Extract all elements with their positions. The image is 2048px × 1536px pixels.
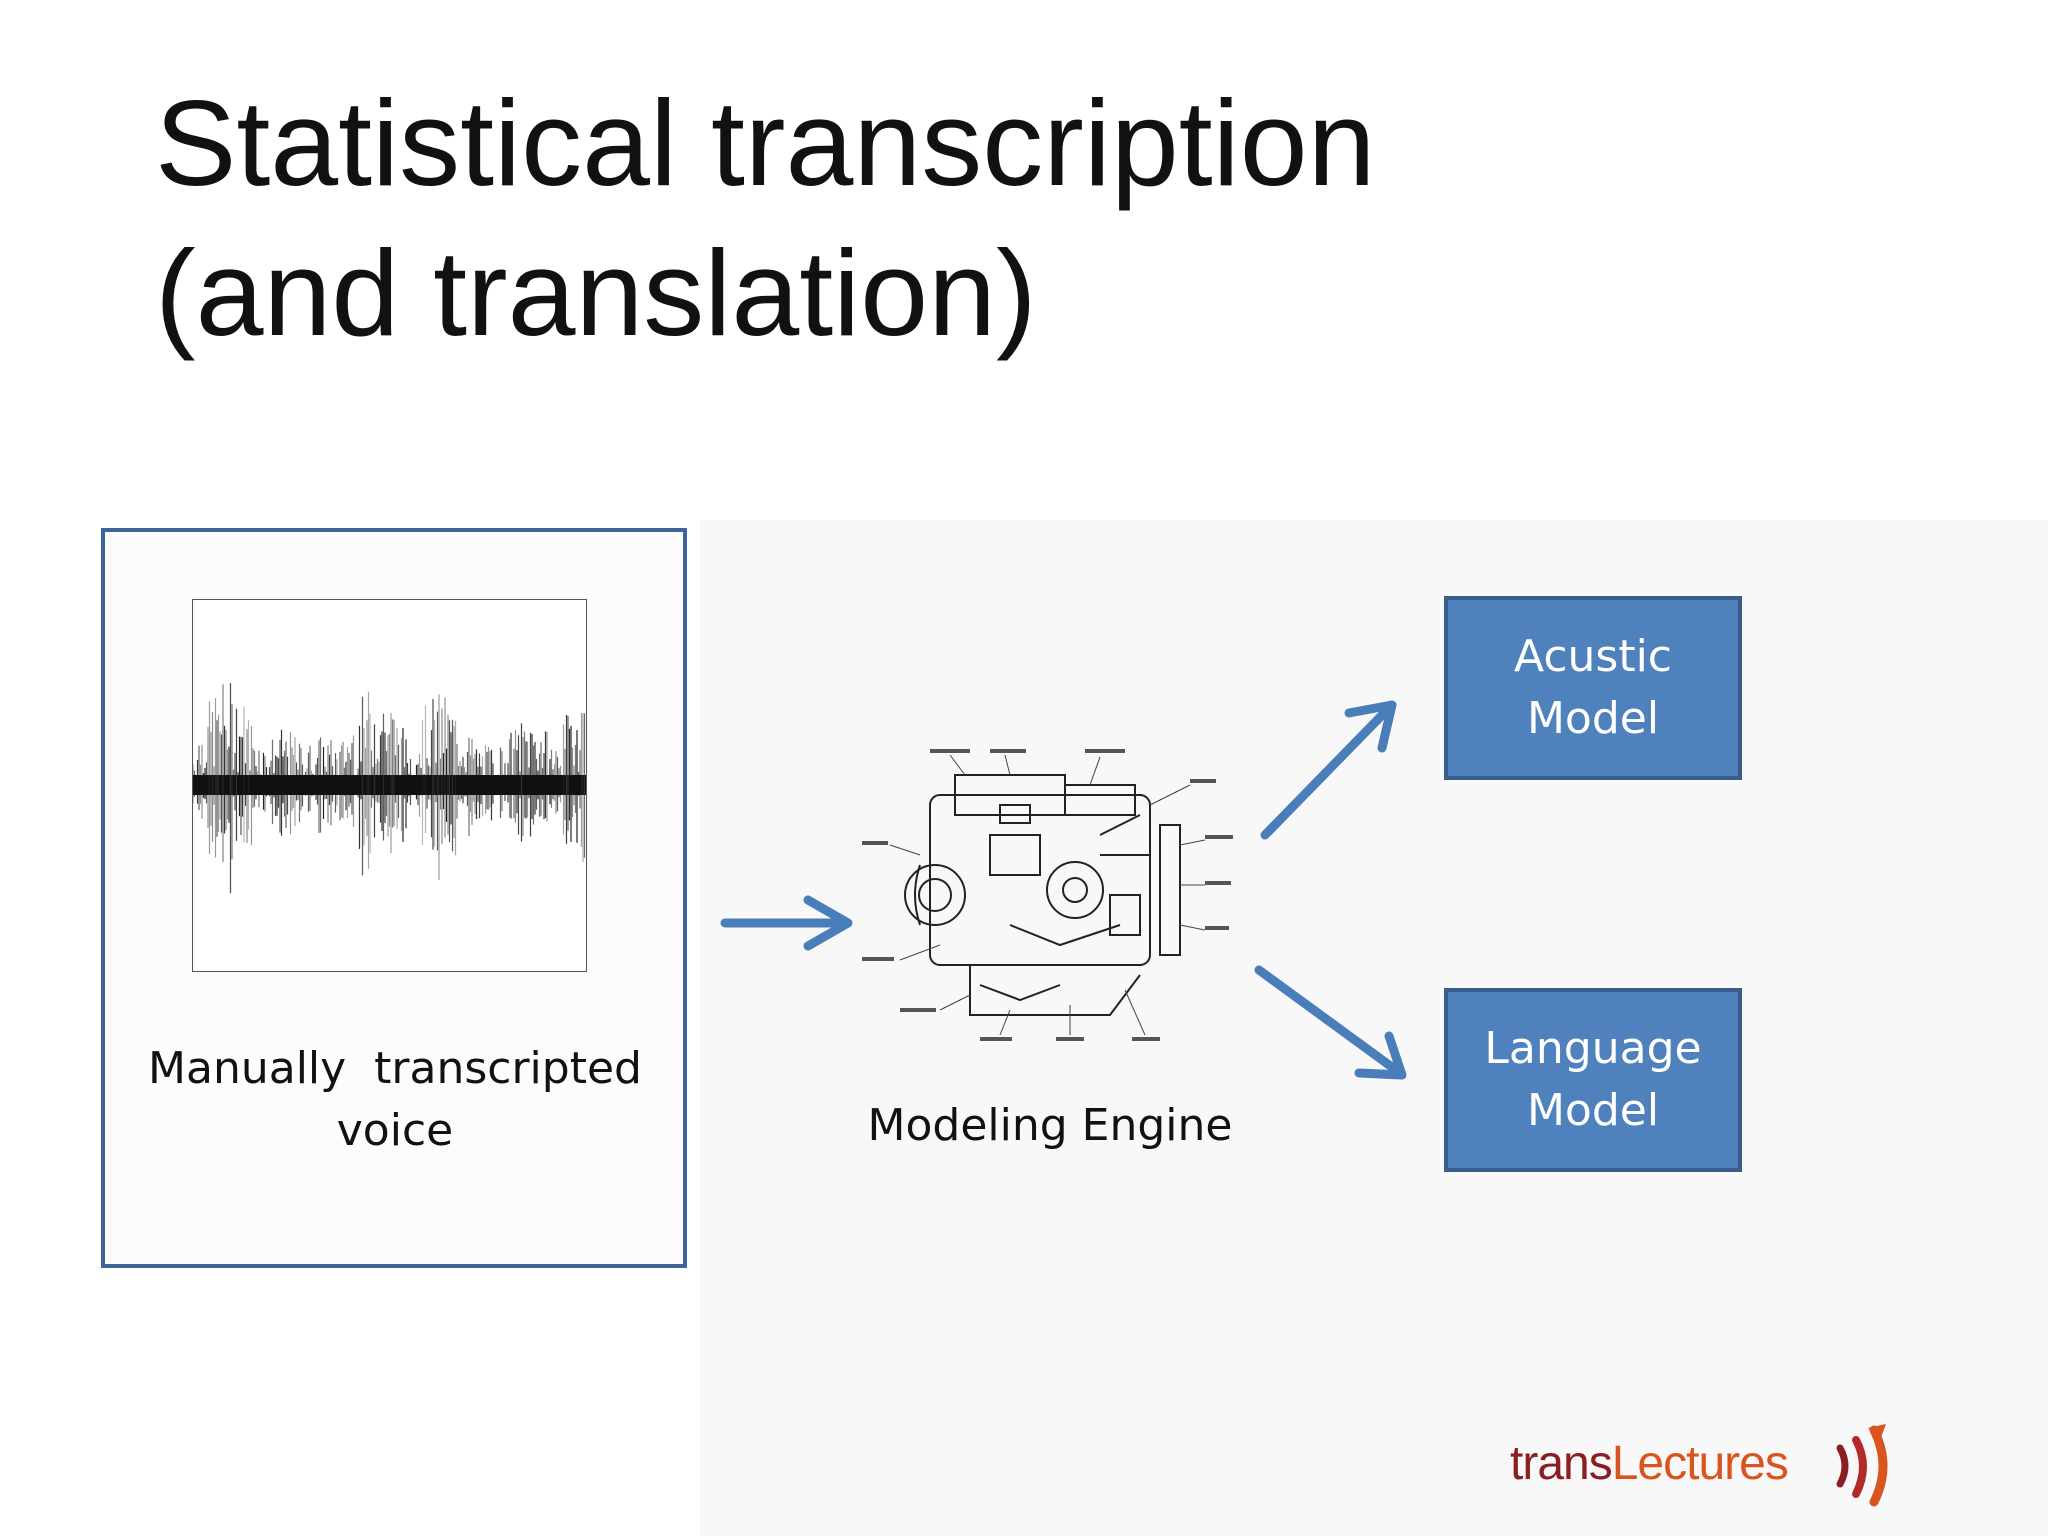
logo-lectures-text: Lectures [1611,1437,1789,1490]
logo-trans-text: trans [1510,1437,1613,1490]
waveform-graphic [193,683,586,894]
acoustic-model-box: Acustic Model [1444,596,1742,780]
slide-title: Statistical transcription (and translati… [155,68,1855,368]
title-line-1: Statistical transcription [155,75,1376,211]
logo-wordmark: transLectures [1510,1436,1789,1492]
engine-image [860,745,1240,1055]
language-model-line-1: Language [1484,1023,1702,1074]
language-model-line-2: Model [1526,1085,1660,1136]
language-model-box: Language Model [1444,988,1742,1172]
engine-graphic [862,749,1233,1041]
title-line-2: (and translation) [155,225,1037,361]
voice-panel: Manually transcripted voice [101,528,687,1268]
voice-caption-line-1: Manually transcripted [148,1043,642,1094]
translectures-logo: transLectures [1510,1420,1910,1510]
voice-caption: Manually transcripted voice [145,1038,645,1162]
voice-caption-line-2: voice [336,1105,454,1156]
acoustic-model-line-2: Model [1526,693,1660,744]
waveform-image [192,599,587,972]
acoustic-model-line-1: Acustic [1514,631,1672,682]
engine-caption: Modeling Engine [867,1100,1233,1151]
sound-waves-icon [1836,1424,1888,1507]
